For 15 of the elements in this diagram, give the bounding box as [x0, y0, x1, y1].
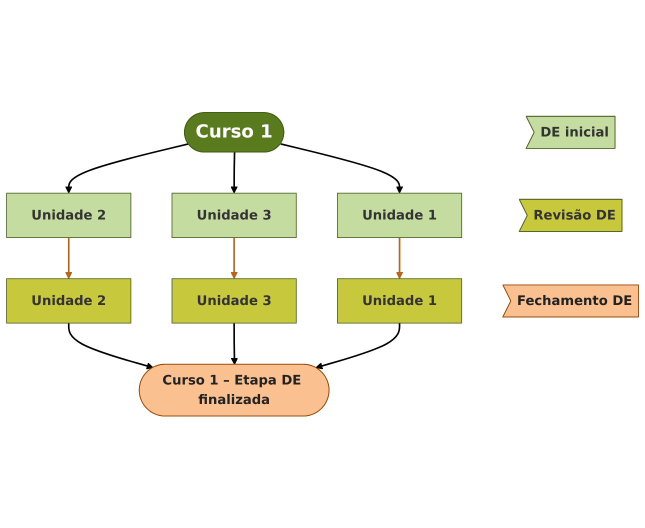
arrow	[65, 142, 189, 194]
arrow	[230, 322, 238, 365]
arrow	[315, 322, 400, 370]
arrow	[396, 237, 404, 279]
node-box: Unidade 3	[172, 192, 297, 238]
node-box: Unidade 1	[336, 192, 462, 238]
arrow	[230, 152, 238, 194]
node-box: Unidade 2	[6, 192, 132, 238]
node-box: Unidade 1	[336, 278, 462, 324]
arrow	[68, 322, 154, 370]
node-box: Unidade 2	[6, 278, 132, 324]
arrow	[230, 237, 238, 279]
node-box: Unidade 3	[172, 278, 297, 324]
arrow	[280, 142, 404, 194]
arrow	[65, 237, 72, 279]
